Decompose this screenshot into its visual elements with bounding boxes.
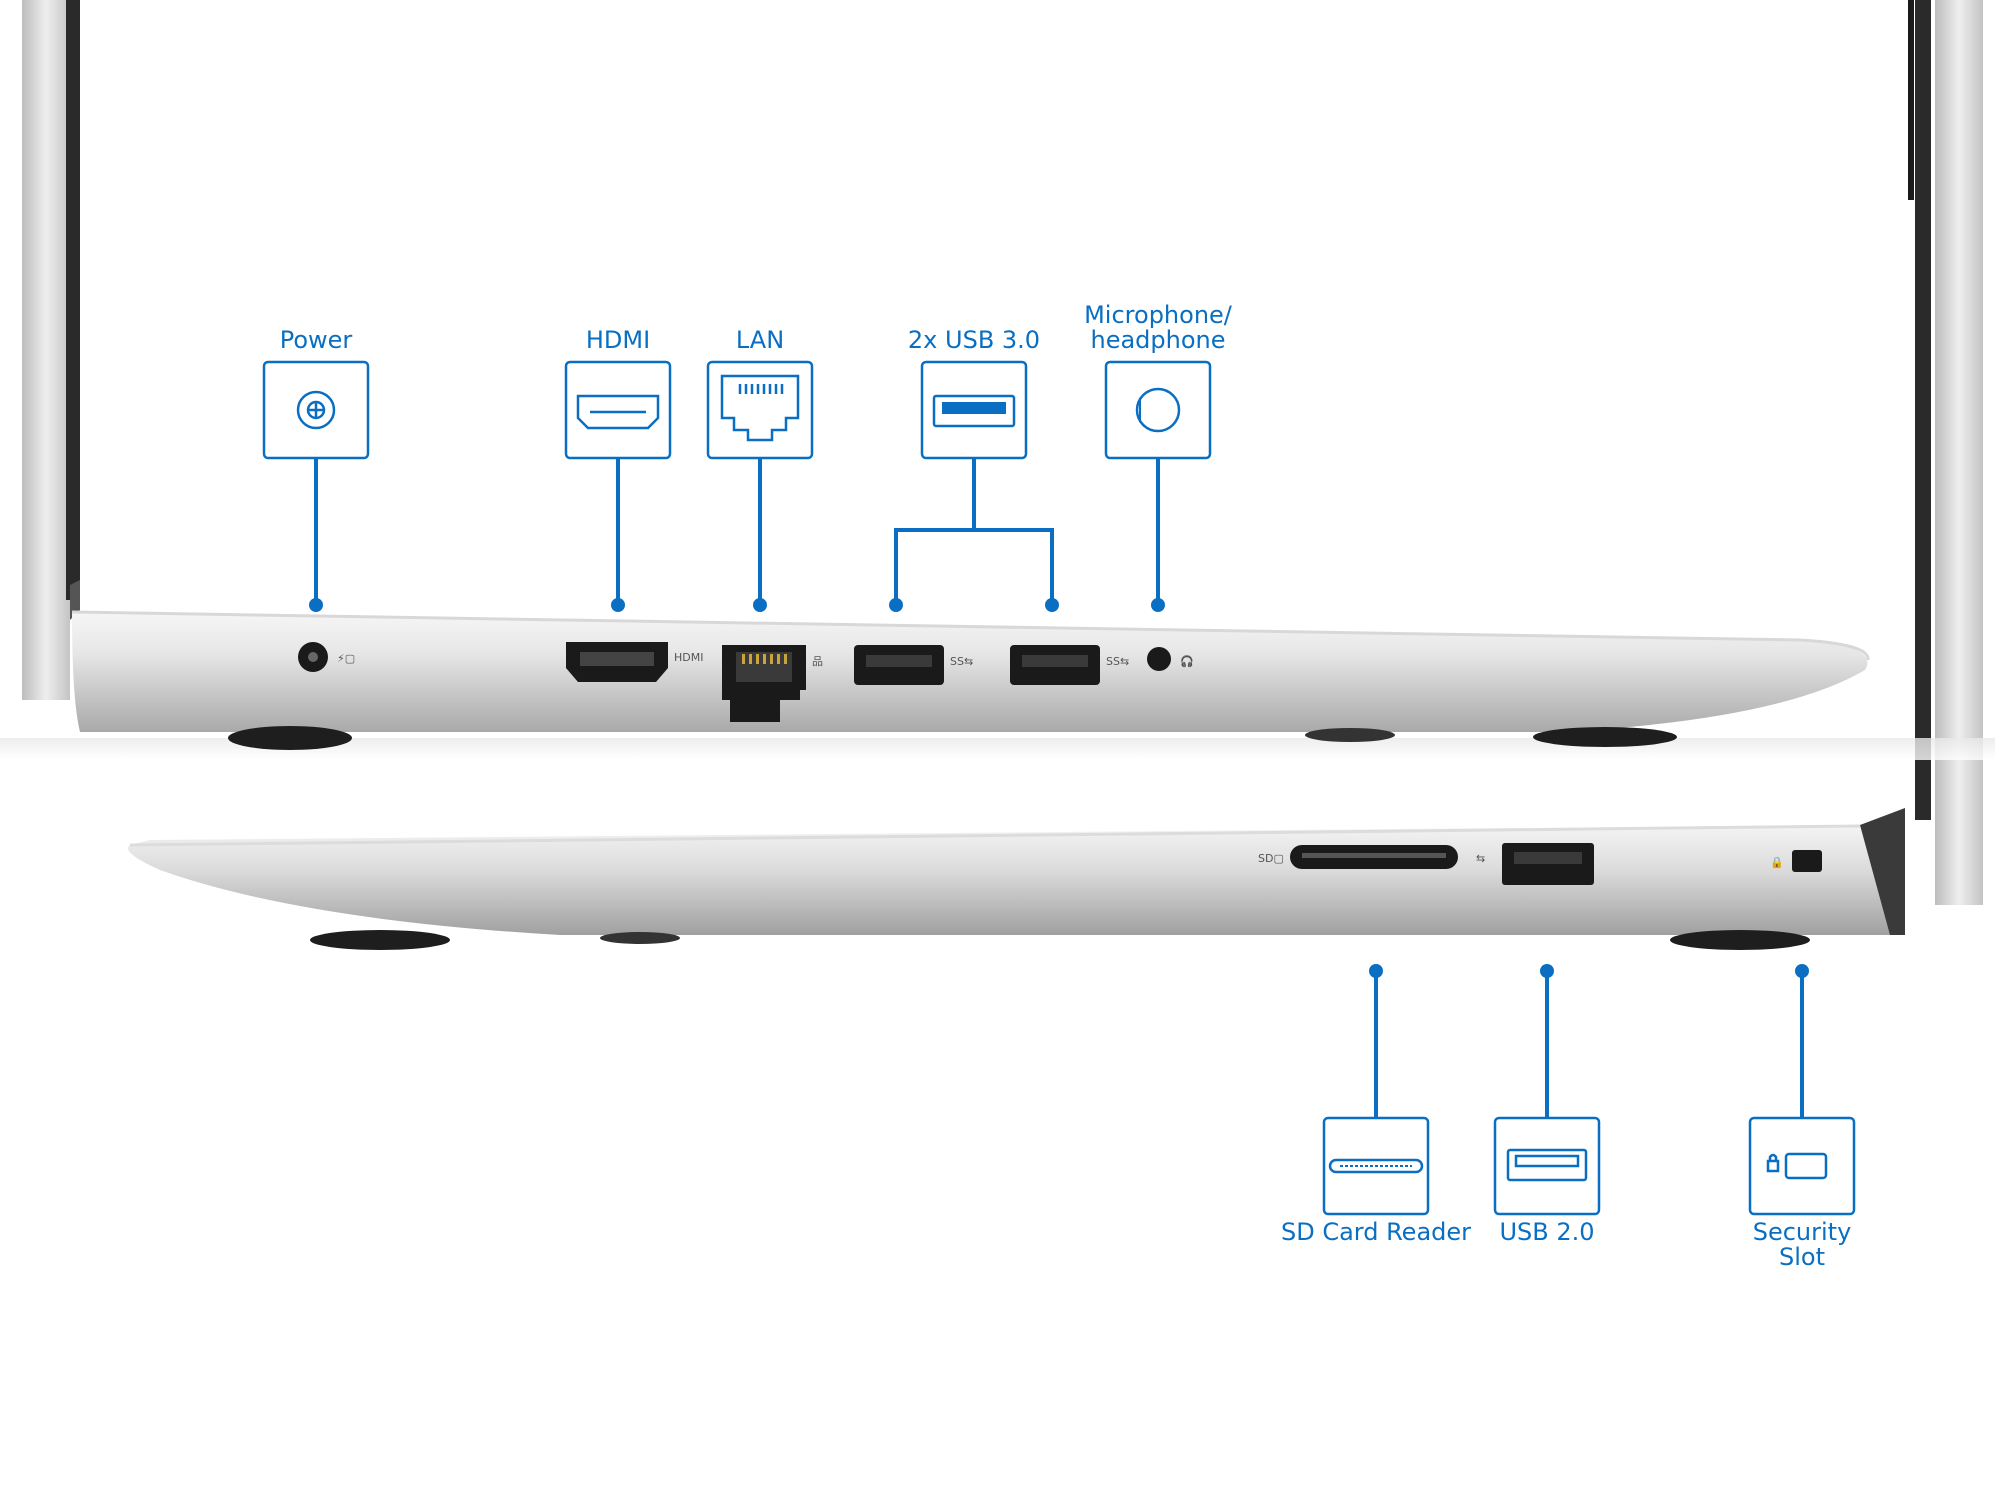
left-lid-edge: [22, 0, 80, 700]
svg-text:🔒: 🔒: [1770, 856, 1784, 869]
callout-lan: [706, 360, 814, 612]
ethernet-port-icon: [720, 374, 800, 442]
svg-text:HDMI: HDMI: [674, 651, 703, 664]
label-audio: Microphone/ headphone: [1084, 301, 1232, 354]
usb-3-port-icon: [932, 394, 1016, 428]
callout-audio: [1104, 360, 1212, 612]
svg-text:SS⇆: SS⇆: [950, 655, 973, 668]
callout-usb3: [889, 360, 1059, 612]
callout-power: [262, 360, 370, 612]
hdmi-port-icon: [576, 394, 660, 430]
callout-hdmi: [564, 360, 672, 612]
callout-security: [1748, 964, 1856, 1216]
bottom-laptop-base: SD▢ ⇆ 🔒: [128, 808, 1905, 950]
label-hdmi: HDMI: [585, 326, 651, 354]
label-lan: LAN: [735, 326, 785, 354]
usb-2-port-icon: [1506, 1148, 1588, 1182]
label-usb3: 2x USB 3.0: [907, 326, 1041, 354]
label-security: Security Slot: [1752, 1218, 1852, 1271]
label-power: Power: [279, 326, 353, 354]
svg-text:品: 品: [812, 655, 823, 668]
label-usb2: USB 2.0: [1499, 1218, 1595, 1246]
svg-text:🎧: 🎧: [1180, 655, 1194, 668]
svg-text:SD▢: SD▢: [1258, 852, 1284, 865]
label-sd: SD Card Reader: [1280, 1218, 1472, 1246]
callout-sd: [1322, 964, 1430, 1216]
lock-slot-icon: [1766, 1152, 1828, 1180]
dc-power-jack-icon: [296, 390, 336, 430]
reflection: [0, 738, 1995, 760]
svg-text:SS⇆: SS⇆: [1106, 655, 1129, 668]
top-laptop-base: ⚡▢ HDMI 品 SS⇆ SS⇆ 🎧: [71, 610, 1870, 750]
audio-jack-icon: [1135, 387, 1181, 433]
right-lid-edge: [1908, 0, 1983, 905]
callout-usb2: [1493, 964, 1601, 1216]
svg-text:⇆: ⇆: [1476, 852, 1485, 865]
svg-text:⚡▢: ⚡▢: [337, 652, 355, 665]
sd-card-slot-icon: [1328, 1158, 1424, 1174]
